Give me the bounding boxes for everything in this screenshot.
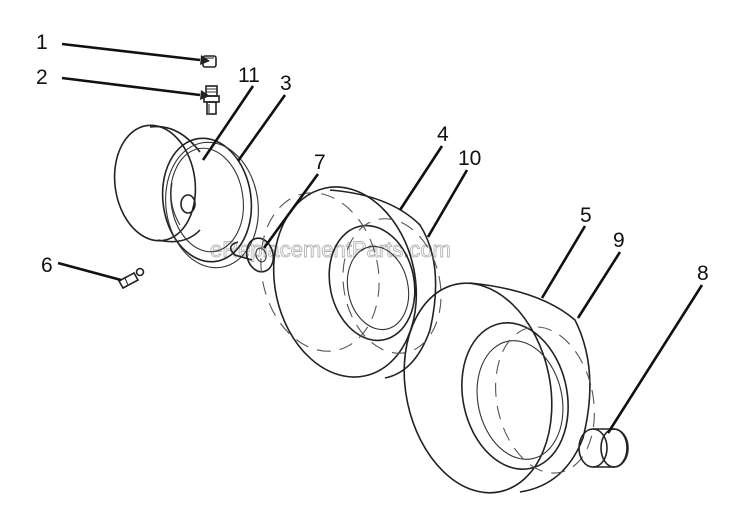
callout-6: 6 — [41, 254, 53, 277]
leader-3 — [236, 94, 287, 162]
leader-2 — [61, 76, 210, 100]
leader-4 — [398, 145, 444, 211]
callout-numbers: 1 2 11 3 7 4 10 6 5 9 8 — [36, 31, 709, 285]
leader-10 — [426, 169, 469, 238]
part-tire-front — [260, 186, 442, 379]
part-bushing — [229, 237, 275, 273]
part-valve-stem — [203, 85, 220, 115]
leader-1 — [61, 42, 210, 65]
leader-11 — [201, 85, 255, 161]
callout-11: 11 — [238, 64, 260, 87]
callout-9: 9 — [613, 229, 625, 252]
callout-4: 4 — [437, 123, 449, 146]
leader-lines — [57, 42, 704, 434]
part-grease-fitting — [117, 267, 145, 290]
callout-7: 7 — [314, 151, 326, 174]
part-end-cap — [578, 428, 629, 468]
callout-8: 8 — [697, 262, 709, 285]
callout-2: 2 — [36, 66, 48, 89]
leader-9 — [576, 251, 622, 319]
leader-7 — [262, 173, 320, 249]
callout-10: 10 — [458, 147, 481, 170]
callout-3: 3 — [280, 72, 292, 95]
part-rim — [113, 124, 253, 263]
callout-1: 1 — [36, 31, 48, 54]
part-rim-ring — [165, 141, 259, 269]
leader-5 — [540, 225, 587, 299]
part-tire-rear — [403, 282, 595, 494]
callout-5: 5 — [580, 204, 592, 227]
leader-6 — [57, 261, 122, 282]
leader-8 — [606, 284, 704, 434]
